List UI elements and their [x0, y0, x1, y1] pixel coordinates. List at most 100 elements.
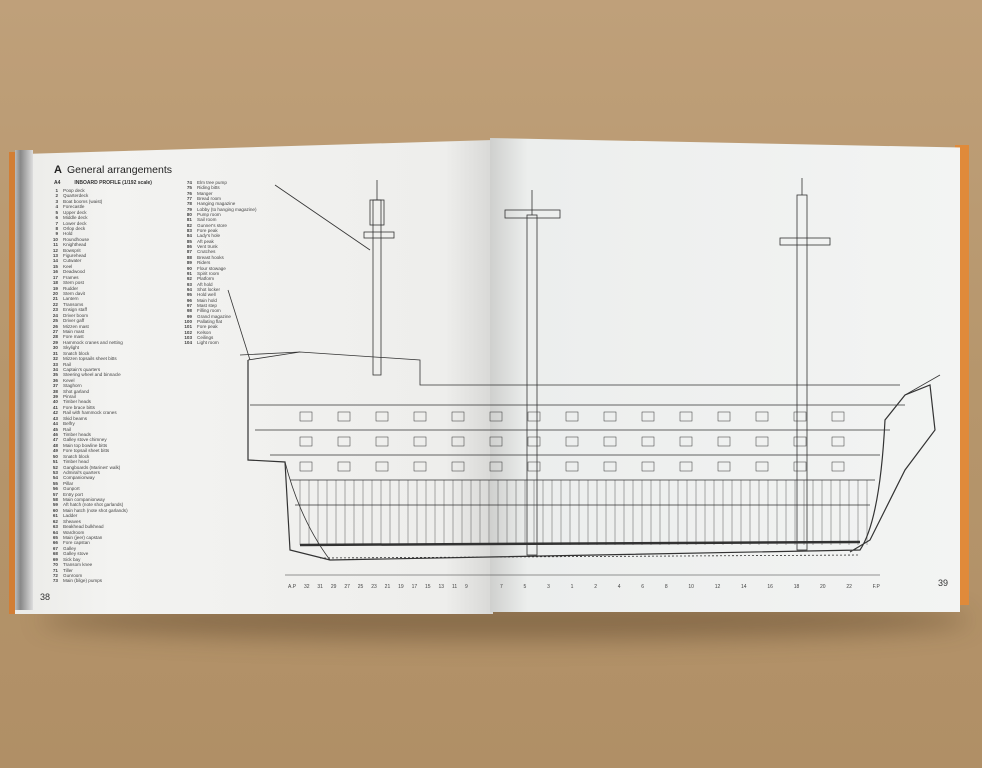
legend-number: 47	[52, 437, 58, 443]
legend-label: Timber head	[63, 459, 89, 465]
legend-label: Rail	[63, 361, 71, 367]
legend-label: Sick bay	[63, 556, 81, 562]
legend-number: 92	[186, 276, 192, 282]
legend-number: 3	[55, 198, 58, 204]
gunport	[641, 436, 655, 447]
scale-tick-label: A.P	[288, 584, 297, 590]
gunport	[717, 411, 731, 422]
figure-code: A4	[54, 180, 61, 186]
figure-title: INBOARD PROFILE (1/192 scale)	[74, 180, 152, 186]
legend-number: 11	[53, 242, 58, 248]
legend-label: Tiller	[63, 567, 73, 573]
gunport	[565, 411, 579, 422]
legend-label: Belfry	[63, 421, 75, 427]
legend-number: 5	[55, 209, 58, 215]
scale-tick-label: 13	[438, 584, 445, 590]
gunport	[679, 411, 693, 422]
legend-number: 25	[52, 318, 58, 324]
legend-number: 22	[52, 301, 58, 307]
gunport	[375, 461, 389, 472]
legend-label: Skylight	[63, 345, 80, 351]
legend-number: 93	[186, 281, 192, 287]
legend-label: Entry port	[63, 491, 83, 497]
legend-label: Stern davit	[63, 291, 85, 297]
legend-label: Snatch block	[63, 453, 90, 459]
legend-number: 62	[52, 518, 58, 524]
legend-label: Fore topsail sheet bitts	[63, 448, 110, 454]
legend-number: 12	[52, 247, 58, 253]
legend-label: Elm tree pump	[197, 180, 227, 185]
gunport	[717, 436, 731, 447]
legend-number: 27	[52, 328, 58, 334]
gunport	[717, 461, 731, 472]
legend-label: Aft peak	[197, 238, 214, 244]
gunport	[755, 461, 769, 472]
gunport	[337, 411, 351, 422]
gunport	[793, 411, 807, 422]
legend-label: Timber heads	[63, 399, 91, 405]
gunport	[413, 436, 427, 447]
legend-label: Riding bitts	[197, 185, 220, 191]
legend-number: 8	[55, 225, 58, 231]
scale-tick-label: 9	[465, 584, 468, 590]
scale-tick-label: 1	[570, 584, 574, 590]
legend-number: 69	[52, 556, 58, 562]
legend-number: 72	[52, 572, 58, 578]
legend-number: 75	[186, 185, 192, 191]
legend-number: 41	[52, 404, 58, 410]
legend-number: 84	[186, 233, 192, 239]
legend-label: Admiral's quarters	[63, 469, 100, 475]
legend-number: 60	[52, 507, 58, 513]
legend-label: Cutwater	[63, 258, 82, 264]
legend-label: Fore peak	[197, 228, 218, 234]
legend-item: 49 Fore topsail sheet bitts	[46, 448, 128, 453]
legend-number: 68	[52, 551, 58, 557]
legend-number: 49	[52, 448, 58, 454]
legend-number: 16	[52, 269, 58, 275]
scale-tick-label: 21	[384, 584, 391, 590]
legend-item: 75 Riding bitts	[180, 185, 257, 190]
legend-number: 45	[52, 426, 58, 432]
gunports	[299, 411, 845, 472]
legend-label: Shot garland	[63, 388, 90, 394]
legend-number: 100	[184, 318, 192, 324]
gunport	[831, 461, 845, 472]
legend-number: 90	[186, 265, 192, 271]
legend-label: Shot locker	[197, 286, 220, 292]
legend-label: Riders	[197, 260, 211, 266]
legend-label: Gunport	[63, 486, 80, 492]
